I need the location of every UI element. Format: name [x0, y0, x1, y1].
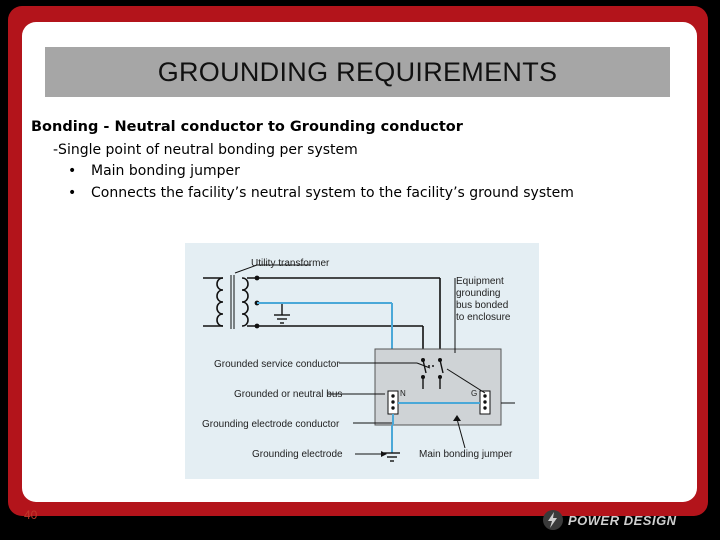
- label-main-bonding-jumper: Main bonding jumper: [419, 449, 513, 460]
- label-equipment-bus-line: Equipment: [456, 276, 504, 287]
- bullet-item: • Main bonding jumper: [68, 163, 240, 179]
- arrow-head: [381, 451, 387, 457]
- pointer-line: [446, 278, 486, 394]
- terminal-dot: [254, 323, 260, 329]
- logo-text: POWER DESIGN: [568, 512, 677, 528]
- label-grounding-electrode-conductor: Grounding electrode conductor: [202, 419, 340, 430]
- body-heading: Bonding - Neutral conductor to Grounding…: [31, 119, 463, 135]
- label-grounded-neutral-bus: Grounded or neutral bus: [234, 389, 342, 400]
- slide-title: GROUNDING REQUIREMENTS: [157, 56, 558, 87]
- bus-n-label: N: [400, 389, 406, 398]
- bus-screw: [483, 394, 487, 398]
- lightning-bolt-icon: [543, 510, 563, 530]
- bus-screw: [483, 400, 487, 404]
- title-bar: GROUNDING REQUIREMENTS: [45, 47, 670, 97]
- bus-g-label: G: [471, 389, 477, 398]
- bullet-item: • Connects the facility’s neutral system …: [68, 185, 574, 201]
- grounding-diagram: N G: [185, 243, 539, 479]
- bus-screw: [391, 394, 395, 398]
- label-equipment-bus-line: grounding: [456, 288, 500, 299]
- label-equipment-bus-line: to enclosure: [456, 312, 511, 323]
- transformer-ground-icon: [257, 302, 290, 324]
- label-grounded-service-conductor: Grounded service conductor: [214, 359, 340, 370]
- switch-contact: [438, 358, 442, 362]
- bullet-icon: •: [68, 185, 77, 201]
- transformer-primary-coil: [203, 277, 224, 327]
- bullet-text: Connects the facility’s neutral system t…: [91, 185, 574, 201]
- switch-contact: [421, 358, 425, 362]
- pointer-line: [234, 264, 258, 274]
- transformer-secondary-coil: [241, 277, 249, 327]
- bullet-icon: •: [68, 163, 77, 179]
- grounding-electrode-conductor: [391, 414, 394, 453]
- terminal-dot: [254, 275, 260, 281]
- bus-screw: [391, 400, 395, 404]
- bus-screw: [483, 406, 487, 410]
- diagram-svg: N G: [202, 258, 515, 462]
- label-grounding-electrode: Grounding electrode: [252, 449, 343, 460]
- company-logo: POWER DESIGN: [542, 509, 677, 531]
- neutral-conductor: [257, 302, 393, 393]
- label-utility-transformer: Utility transformer: [251, 258, 330, 269]
- grounding-electrode-icon: [384, 452, 400, 462]
- body-subpoint: -Single point of neutral bonding per sys…: [53, 142, 358, 158]
- arrow-head: [453, 415, 461, 421]
- switch-contact: [438, 375, 442, 379]
- pointer-line: [328, 362, 466, 455]
- bullet-text: Main bonding jumper: [91, 163, 240, 179]
- switch-contact: [421, 375, 425, 379]
- label-equipment-bus-line: bus bonded: [456, 300, 508, 311]
- bus-screw: [391, 406, 395, 410]
- page-number: 40: [24, 508, 38, 522]
- hot-conductor: [247, 277, 441, 360]
